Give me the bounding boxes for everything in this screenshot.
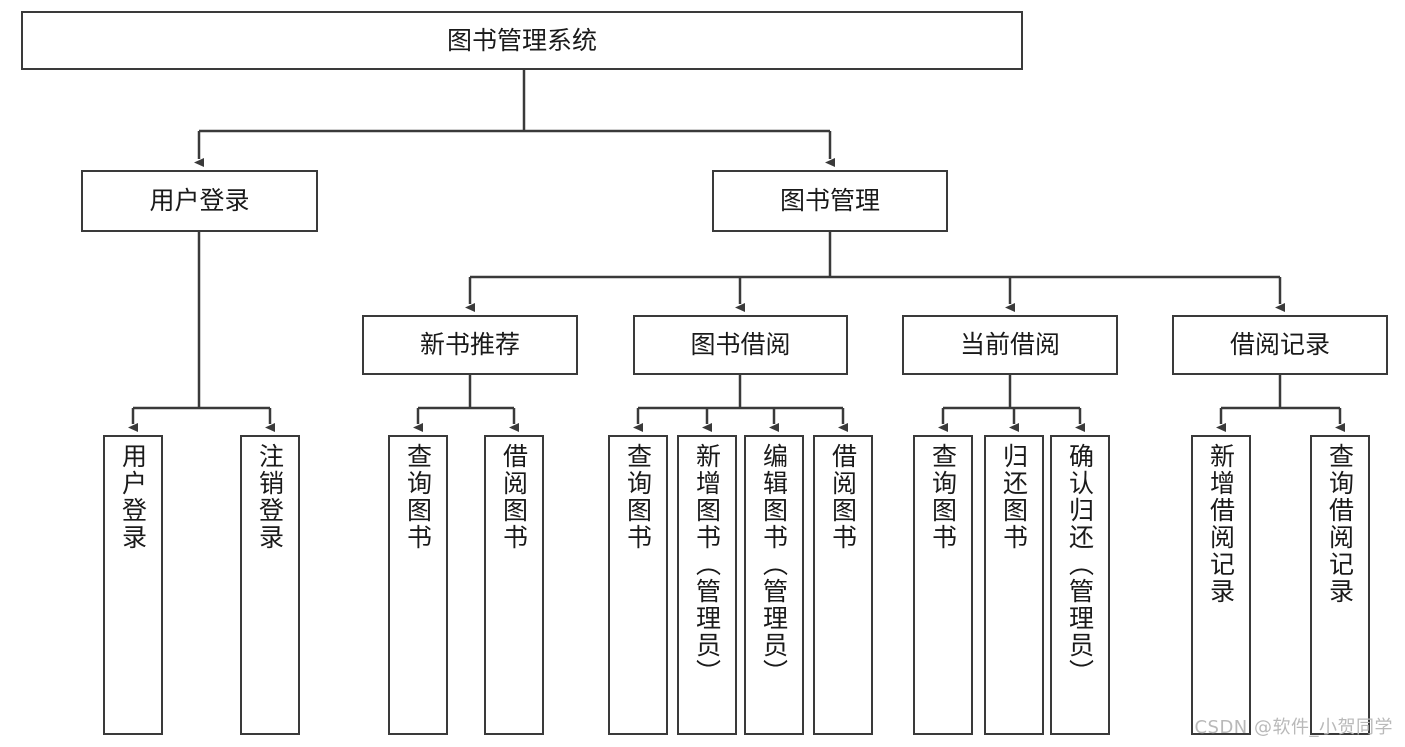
node-leaf-logout-login[interactable]: 注销登录 (240, 435, 300, 735)
node-leaf-return-book-label: 归还图书 (999, 443, 1029, 551)
node-leaf-add-book[interactable]: 新增图书（管理员） (677, 435, 737, 735)
node-current-borrow[interactable]: 当前借阅 (902, 315, 1118, 375)
node-current-borrow-label: 当前借阅 (959, 330, 1060, 359)
node-leaf-query-book-1-label: 查询图书 (403, 443, 433, 551)
node-leaf-return-book[interactable]: 归还图书 (984, 435, 1044, 735)
node-borrow-record-label: 借阅记录 (1229, 330, 1330, 359)
node-leaf-user-login[interactable]: 用户登录 (103, 435, 163, 735)
node-leaf-user-login-label: 用户登录 (118, 443, 148, 551)
node-leaf-confirm-return[interactable]: 确认归还（管理员） (1050, 435, 1110, 735)
node-leaf-query-book-3[interactable]: 查询图书 (913, 435, 973, 735)
node-book-manage-label: 图书管理 (779, 186, 880, 215)
node-leaf-query-book-3-label: 查询图书 (928, 443, 958, 551)
node-leaf-borrow-book-2-label: 借阅图书 (828, 443, 858, 551)
node-user-login-label: 用户登录 (149, 186, 250, 215)
node-leaf-borrow-book-2[interactable]: 借阅图书 (813, 435, 873, 735)
node-leaf-confirm-return-label: 确认归还（管理员） (1065, 443, 1095, 686)
node-root-label: 图书管理系统 (446, 25, 597, 55)
node-leaf-query-book-1[interactable]: 查询图书 (388, 435, 448, 735)
node-leaf-query-book-2-label: 查询图书 (623, 443, 653, 551)
node-leaf-add-record-label: 新增借阅记录 (1206, 443, 1236, 605)
node-leaf-query-record-label: 查询借阅记录 (1325, 443, 1355, 605)
node-root[interactable]: 图书管理系统 (21, 11, 1023, 70)
node-book-manage[interactable]: 图书管理 (712, 170, 948, 232)
node-leaf-edit-book[interactable]: 编辑图书（管理员） (744, 435, 804, 735)
node-borrow-record[interactable]: 借阅记录 (1172, 315, 1388, 375)
node-user-login[interactable]: 用户登录 (81, 170, 318, 232)
node-leaf-logout-login-label: 注销登录 (255, 443, 285, 551)
node-leaf-borrow-book-1[interactable]: 借阅图书 (484, 435, 544, 735)
node-new-book-recommend[interactable]: 新书推荐 (362, 315, 578, 375)
node-leaf-query-book-2[interactable]: 查询图书 (608, 435, 668, 735)
node-leaf-query-record[interactable]: 查询借阅记录 (1310, 435, 1370, 735)
node-book-borrow[interactable]: 图书借阅 (633, 315, 848, 375)
node-new-book-recommend-label: 新书推荐 (419, 330, 520, 359)
node-leaf-add-record[interactable]: 新增借阅记录 (1191, 435, 1251, 735)
node-leaf-add-book-label: 新增图书（管理员） (692, 443, 722, 686)
node-leaf-borrow-book-1-label: 借阅图书 (499, 443, 529, 551)
node-book-borrow-label: 图书借阅 (690, 330, 791, 359)
node-leaf-edit-book-label: 编辑图书（管理员） (759, 443, 789, 686)
